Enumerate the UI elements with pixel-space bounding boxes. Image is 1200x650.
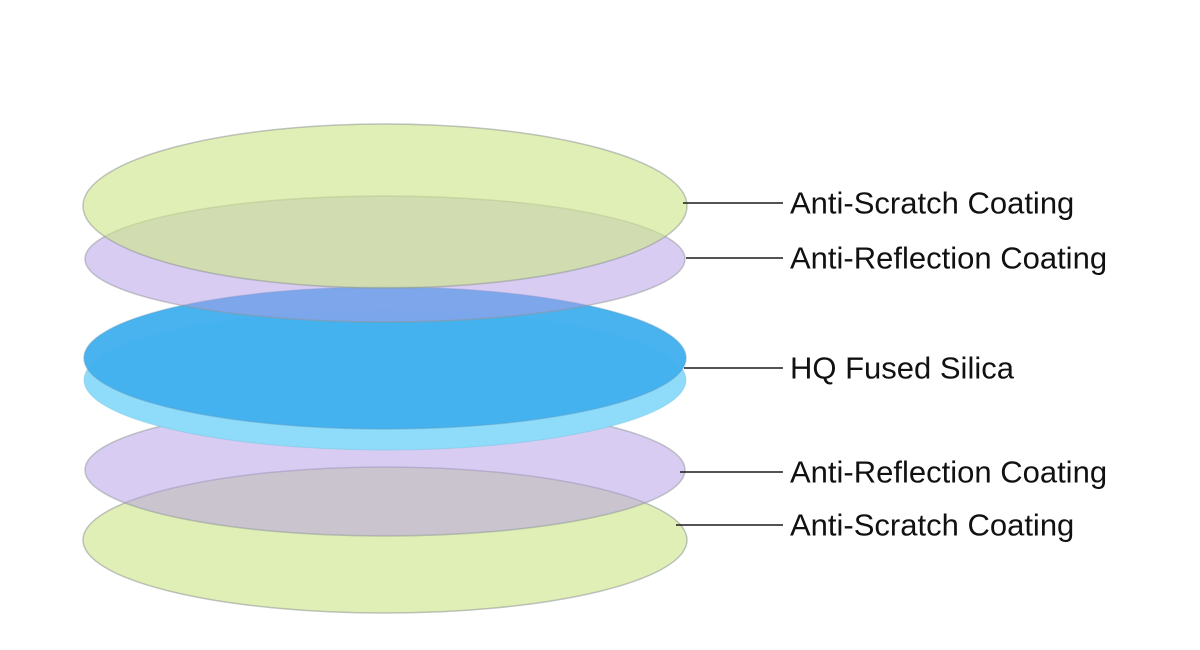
layer-label-anti-scratch-top: Anti-Scratch Coating: [790, 186, 1074, 221]
layer-label-fused-silica: HQ Fused Silica: [790, 351, 1015, 386]
layer-label-anti-scratch-bottom: Anti-Scratch Coating: [790, 508, 1074, 543]
layer-label-anti-reflection-bottom: Anti-Reflection Coating: [790, 455, 1107, 490]
layer-label-anti-reflection-top: Anti-Reflection Coating: [790, 241, 1107, 276]
layer-anti-scratch-top-ellipse: [82, 123, 688, 289]
